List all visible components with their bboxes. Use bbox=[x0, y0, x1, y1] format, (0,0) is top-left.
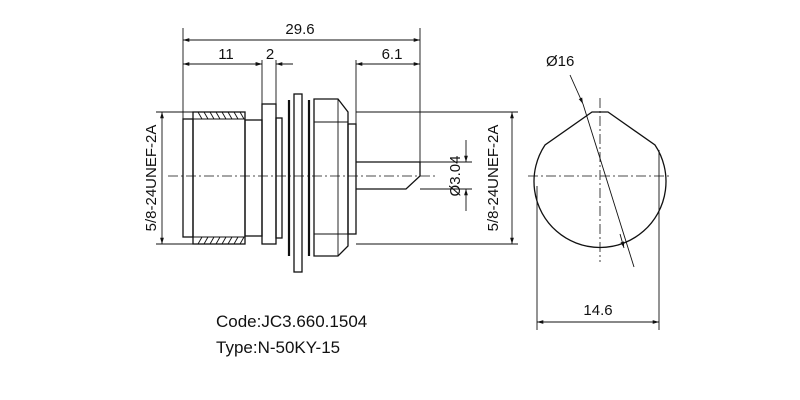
end-diameter-label: Ø16 bbox=[546, 53, 574, 70]
end-view-outline bbox=[533, 111, 667, 249]
solder-pin bbox=[356, 161, 421, 190]
part-type: Type:N-50KY-15 bbox=[216, 338, 340, 357]
threaded-body bbox=[182, 111, 263, 245]
pin-diameter-dimension bbox=[420, 140, 472, 211]
overall-length-label: 29.6 bbox=[285, 21, 314, 38]
panel-plates bbox=[275, 93, 311, 273]
flange bbox=[261, 103, 277, 245]
right-thread-dimension bbox=[356, 111, 518, 245]
hex-nut bbox=[313, 98, 349, 257]
flat-width-label: 14.6 bbox=[583, 302, 612, 319]
end-view: Ø16 14.6 bbox=[528, 53, 672, 330]
top-dimensions bbox=[182, 28, 421, 162]
thread-spec-left: 5/8-24UNEF-2A bbox=[143, 125, 160, 232]
thread-length-label: 11 bbox=[218, 46, 234, 63]
flange-width-label: 2 bbox=[266, 46, 274, 63]
side-view: 29.6 11 2 6.1 5/8-24UNEF-2A Ø3.04 5/8-24… bbox=[143, 21, 518, 273]
pin-length-label: 6.1 bbox=[382, 46, 403, 63]
left-thread-dimension bbox=[156, 111, 193, 245]
part-code: Code:JC3.660.1504 bbox=[216, 312, 367, 331]
pin-diameter-label: Ø3.04 bbox=[447, 156, 464, 197]
rear-body bbox=[347, 123, 357, 235]
diameter-leader bbox=[569, 74, 584, 105]
thread-spec-right: 5/8-24UNEF-2A bbox=[485, 125, 502, 232]
